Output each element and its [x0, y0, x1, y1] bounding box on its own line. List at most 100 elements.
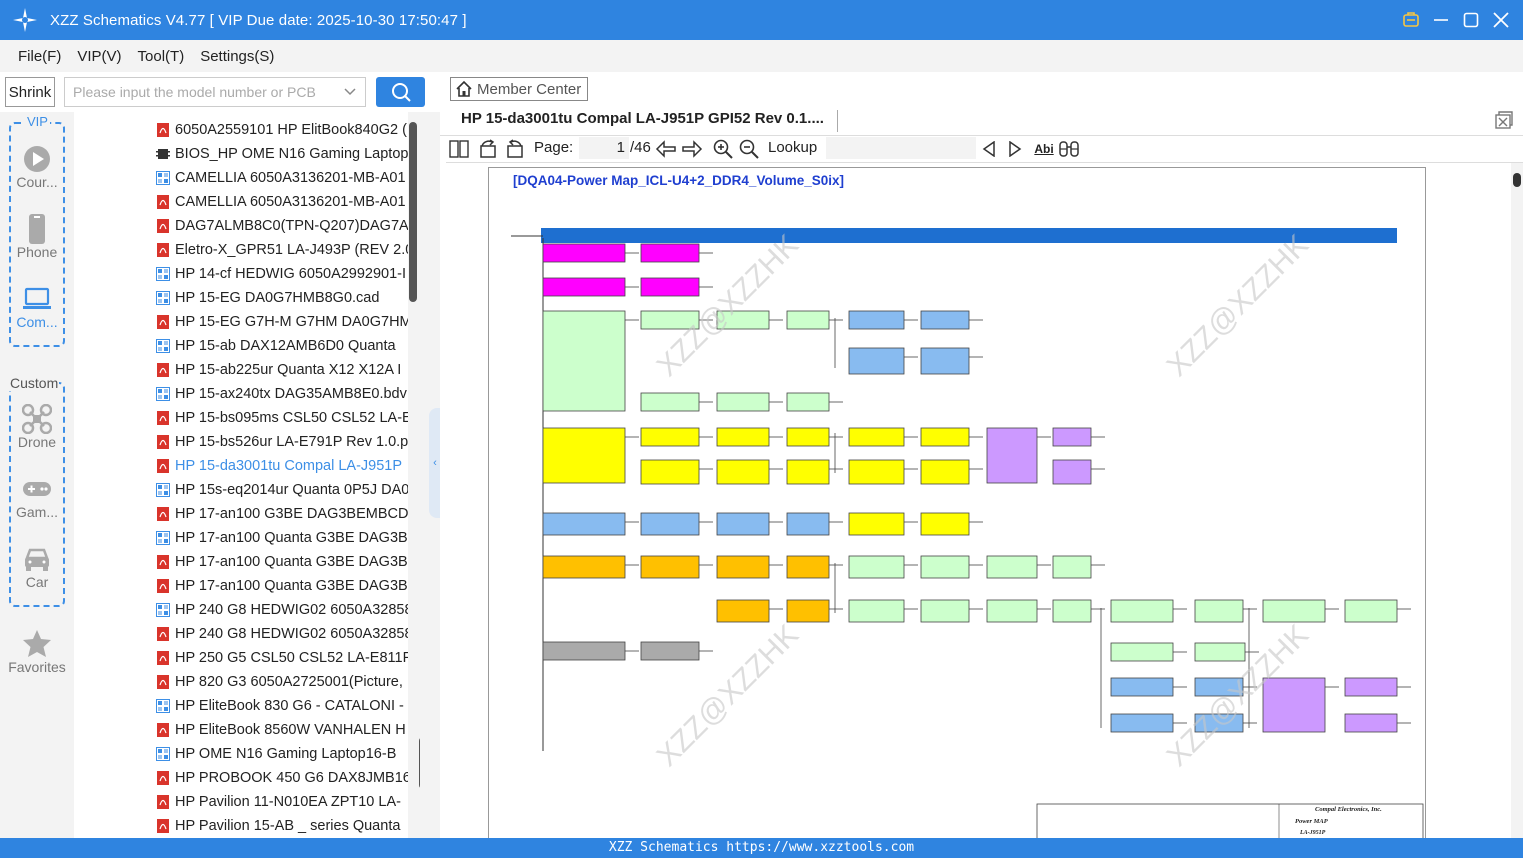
find-all-icon[interactable]	[1058, 138, 1080, 160]
search-icon	[391, 83, 411, 102]
file-list-item[interactable]: DAG7ALMB8C0(TPN-Q207)DAG7A	[156, 214, 409, 238]
file-list-item[interactable]: HP 17-an100 Quanta G3BE DAG3B	[156, 550, 409, 574]
file-name: HP 15-ax240tx DAG35AMB8E0.bdv	[175, 386, 407, 402]
file-list-item[interactable]: Eletro-X_GPR51 LA-J493P (REV 2.0)	[156, 238, 409, 262]
next-page-arrow-icon[interactable]	[681, 138, 703, 160]
shrink-button[interactable]: Shrink	[5, 77, 55, 107]
sidebar-item-computer[interactable]: Com...	[0, 284, 74, 330]
search-button[interactable]	[376, 77, 425, 107]
power-rail-box	[1052, 459, 1092, 485]
file-name: CAMELLIA 6050A3136201-MB-A01	[175, 170, 406, 186]
file-list-item[interactable]: HP 240 G8 HEDWIG02 6050A32858	[156, 598, 409, 622]
file-list-item[interactable]: HP 17-an100 G3BE DAG3BEMBCD0	[156, 502, 409, 526]
panel-splitter[interactable]: ‹	[420, 112, 441, 838]
chevron-down-icon[interactable]	[343, 84, 357, 101]
page-number-input[interactable]: 1	[579, 137, 629, 159]
viewer-scrollbar[interactable]	[1511, 163, 1523, 839]
pdf-file-icon	[157, 675, 169, 689]
prev-page-arrow-icon[interactable]	[655, 138, 677, 160]
power-rail-box	[848, 599, 905, 623]
match-case-icon[interactable]: Abi	[1034, 142, 1054, 156]
file-list-item[interactable]: HP 17-an100 Quanta G3BE DAG3B	[156, 574, 409, 598]
file-list-item[interactable]: HP PROBOOK 450 G6 DAX8JMB16	[156, 766, 409, 790]
minimize-icon[interactable]	[1431, 5, 1451, 35]
power-rail-box	[920, 427, 970, 447]
file-list-item[interactable]: HP 240 G8 HEDWIG02 6050A32858	[156, 622, 409, 646]
power-rail-box	[786, 427, 830, 447]
schematic-page[interactable]: [DQA04-Power Map_ICL-U4+2_DDR4_Volume_S0…	[488, 167, 1426, 847]
power-rail-box	[640, 459, 700, 485]
file-list-item[interactable]: HP 15-bs526ur LA-E791P Rev 1.0.p	[156, 430, 409, 454]
pdf-file-icon	[157, 435, 169, 449]
file-list-item[interactable]: HP EliteBook 8560W VANHALEN H	[156, 718, 409, 742]
sidebar-item-phone[interactable]: Phone	[0, 214, 74, 260]
close-icon[interactable]	[1491, 5, 1511, 35]
pdf-file-icon	[157, 363, 169, 377]
file-list-item[interactable]: HP EliteBook 830 G6 - CATALONI -	[156, 694, 409, 718]
collapse-handle-icon[interactable]: ‹	[429, 408, 441, 518]
file-list-item[interactable]: HP 15-EG G7H-M G7HM DA0G7HM	[156, 310, 409, 334]
search-input[interactable]: Please input the model number or PCB	[64, 77, 366, 107]
file-list-item[interactable]: HP Pavilion 15-AB _ series Quanta	[156, 814, 409, 838]
file-name: HP 17-an100 Quanta G3BE DAG3B	[175, 554, 408, 570]
document-viewer[interactable]: [DQA04-Power Map_ICL-U4+2_DDR4_Volume_S0…	[446, 162, 1523, 847]
file-list-item[interactable]: CAMELLIA 6050A3136201-MB-A01	[156, 166, 409, 190]
member-center-button[interactable]: Member Center	[450, 77, 588, 101]
scrollbar-thumb[interactable]	[409, 122, 417, 302]
zoom-in-icon[interactable]	[712, 138, 734, 160]
sidebar-item-drone[interactable]: Drone	[0, 404, 74, 450]
menu-file[interactable]: File(F)	[18, 47, 62, 65]
power-rail-box	[1344, 677, 1398, 697]
lookup-input[interactable]	[826, 137, 976, 159]
find-next-icon[interactable]	[1004, 138, 1026, 160]
find-prev-icon[interactable]	[978, 138, 1000, 160]
power-rail-box	[640, 512, 700, 536]
two-page-icon[interactable]	[448, 138, 470, 160]
page-total: /46	[630, 139, 651, 156]
power-rail-box	[848, 347, 905, 375]
watermark-text: XZZ@XZZHK	[1161, 228, 1315, 382]
sidebar-item-games[interactable]: Gam...	[0, 474, 74, 520]
menu-vip[interactable]: VIP(V)	[77, 47, 122, 65]
power-rail-box	[542, 512, 626, 536]
file-list-item[interactable]: HP 15-EG DA0G7HMB8G0.cad	[156, 286, 409, 310]
power-rail-box	[1110, 642, 1174, 662]
rotate-right-icon[interactable]	[504, 138, 526, 160]
file-list-item[interactable]: HP Pavilion 11-N010EA ZPT10 LA-	[156, 790, 409, 814]
viewer-scrollbar-thumb[interactable]	[1513, 173, 1521, 187]
file-list-item[interactable]: HP 15-bs095ms CSL50 CSL52 LA-E8	[156, 406, 409, 430]
maximize-icon[interactable]	[1461, 5, 1481, 35]
close-tabs-icon[interactable]	[1493, 110, 1513, 135]
file-list-item[interactable]: CAMELLIA 6050A3136201-MB-A01	[156, 190, 409, 214]
file-list-item[interactable]: HP 820 G3 6050A2725001(Picture,	[156, 670, 409, 694]
file-list-item[interactable]: HP 15-ab225ur Quanta X12 X12A I	[156, 358, 409, 382]
board-file-icon	[156, 483, 170, 497]
file-list-scrollbar[interactable]	[408, 112, 427, 838]
power-rail-box	[786, 599, 830, 623]
vip-icon[interactable]	[1401, 5, 1421, 35]
pdf-file-icon	[157, 651, 169, 665]
file-list-item[interactable]: HP 14-cf HEDWIG 6050A2992901-I	[156, 262, 409, 286]
sidebar-item-courses[interactable]: Cour...	[0, 144, 74, 190]
file-list-item[interactable]: 6050A2559101 HP ElitBook840G2 (	[156, 118, 409, 142]
file-list-item[interactable]: BIOS_HP OME N16 Gaming Laptop	[156, 142, 409, 166]
vip-group: VIP	[9, 114, 65, 347]
sidebar-item-favorites[interactable]: Favorites	[0, 629, 74, 675]
file-name: HP 15s-eq2014ur Quanta 0P5J DA0	[175, 482, 409, 498]
sidebar-item-car[interactable]: Car	[0, 544, 74, 590]
file-list-item[interactable]: HP 15-da3001tu Compal LA-J951P	[156, 454, 409, 478]
tab-separator	[837, 110, 838, 132]
file-list-item[interactable]: HP 15-ab DAX12AMB6D0 Quanta	[156, 334, 409, 358]
menu-settings[interactable]: Settings(S)	[200, 47, 275, 65]
menu-tool[interactable]: Tool(T)	[137, 47, 185, 65]
file-list-item[interactable]: HP 17-an100 Quanta G3BE DAG3B	[156, 526, 409, 550]
tab-document[interactable]: HP 15-da3001tu Compal LA-J951P GPI52 Rev…	[461, 110, 824, 127]
file-list-item[interactable]: HP 15-ax240tx DAG35AMB8E0.bdv	[156, 382, 409, 406]
file-list-item[interactable]: HP 250 G5 CSL50 CSL52 LA-E811P	[156, 646, 409, 670]
schematic-title: [DQA04-Power Map_ICL-U4+2_DDR4_Volume_S0…	[513, 173, 844, 188]
file-list-item[interactable]: HP OME N16 Gaming Laptop16-B	[156, 742, 409, 766]
rotate-left-icon[interactable]	[477, 138, 499, 160]
file-list-item[interactable]: HP 15s-eq2014ur Quanta 0P5J DA0	[156, 478, 409, 502]
file-name: HP EliteBook 8560W VANHALEN H	[175, 722, 406, 738]
zoom-out-icon[interactable]	[738, 138, 760, 160]
